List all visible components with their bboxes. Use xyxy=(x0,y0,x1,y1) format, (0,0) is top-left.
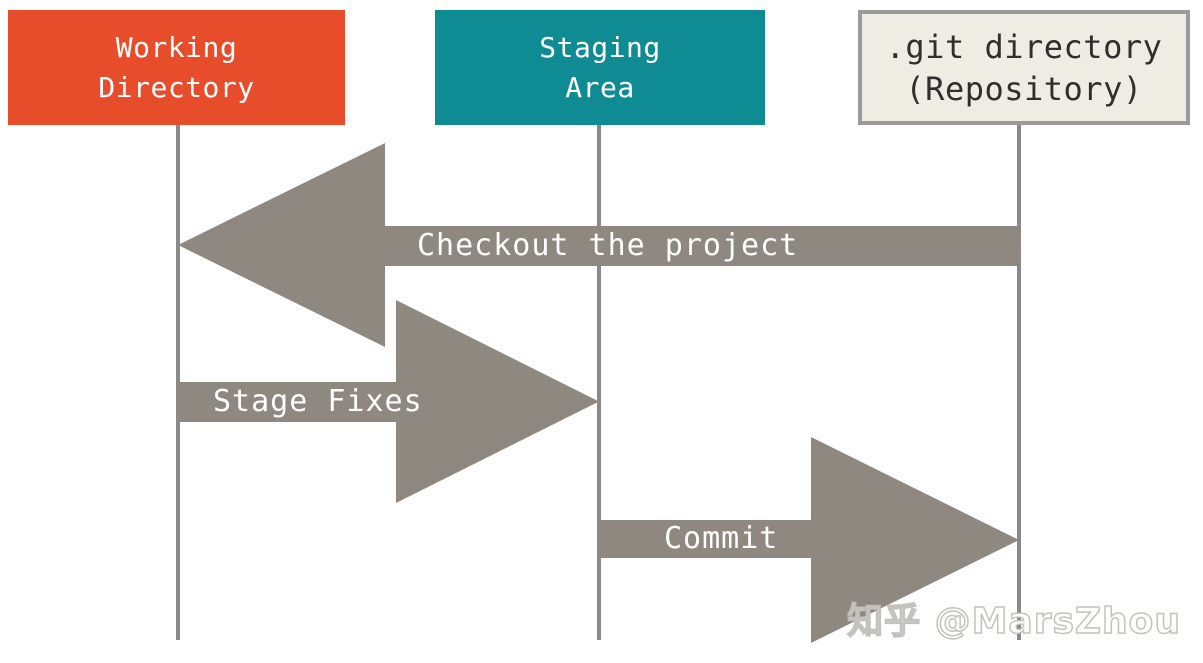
stage-fixes-arrow-shaft xyxy=(178,382,398,422)
git-directory-label-line1: .git directory xyxy=(885,27,1163,66)
stage-fixes-arrow-label: Stage Fixes xyxy=(213,384,423,419)
checkout-arrow-head-icon xyxy=(178,143,385,347)
staging-area-box: Staging Area xyxy=(435,10,765,125)
git-directory-label-line2: (Repository) xyxy=(905,69,1143,108)
git-directory-box: .git directory (Repository) xyxy=(858,10,1190,125)
staging-area-lifeline xyxy=(597,125,601,640)
staging-area-label-line1: Staging xyxy=(539,30,661,64)
checkout-arrow-label: Checkout the project xyxy=(417,228,799,263)
checkout-arrow-shaft xyxy=(383,226,1019,266)
git-directory-lifeline xyxy=(1017,125,1021,640)
staging-area-label-line2: Area xyxy=(565,70,635,104)
working-directory-label-line2: Directory xyxy=(98,70,255,104)
zhihu-watermark: 知乎 @MarsZhou xyxy=(846,600,1181,643)
working-directory-label-line1: Working xyxy=(115,30,238,64)
commit-arrow-shaft xyxy=(599,520,813,558)
commit-arrow-label: Commit xyxy=(664,521,779,556)
stage-fixes-arrow-head-icon xyxy=(396,300,599,503)
working-directory-box: Working Directory xyxy=(8,10,345,125)
